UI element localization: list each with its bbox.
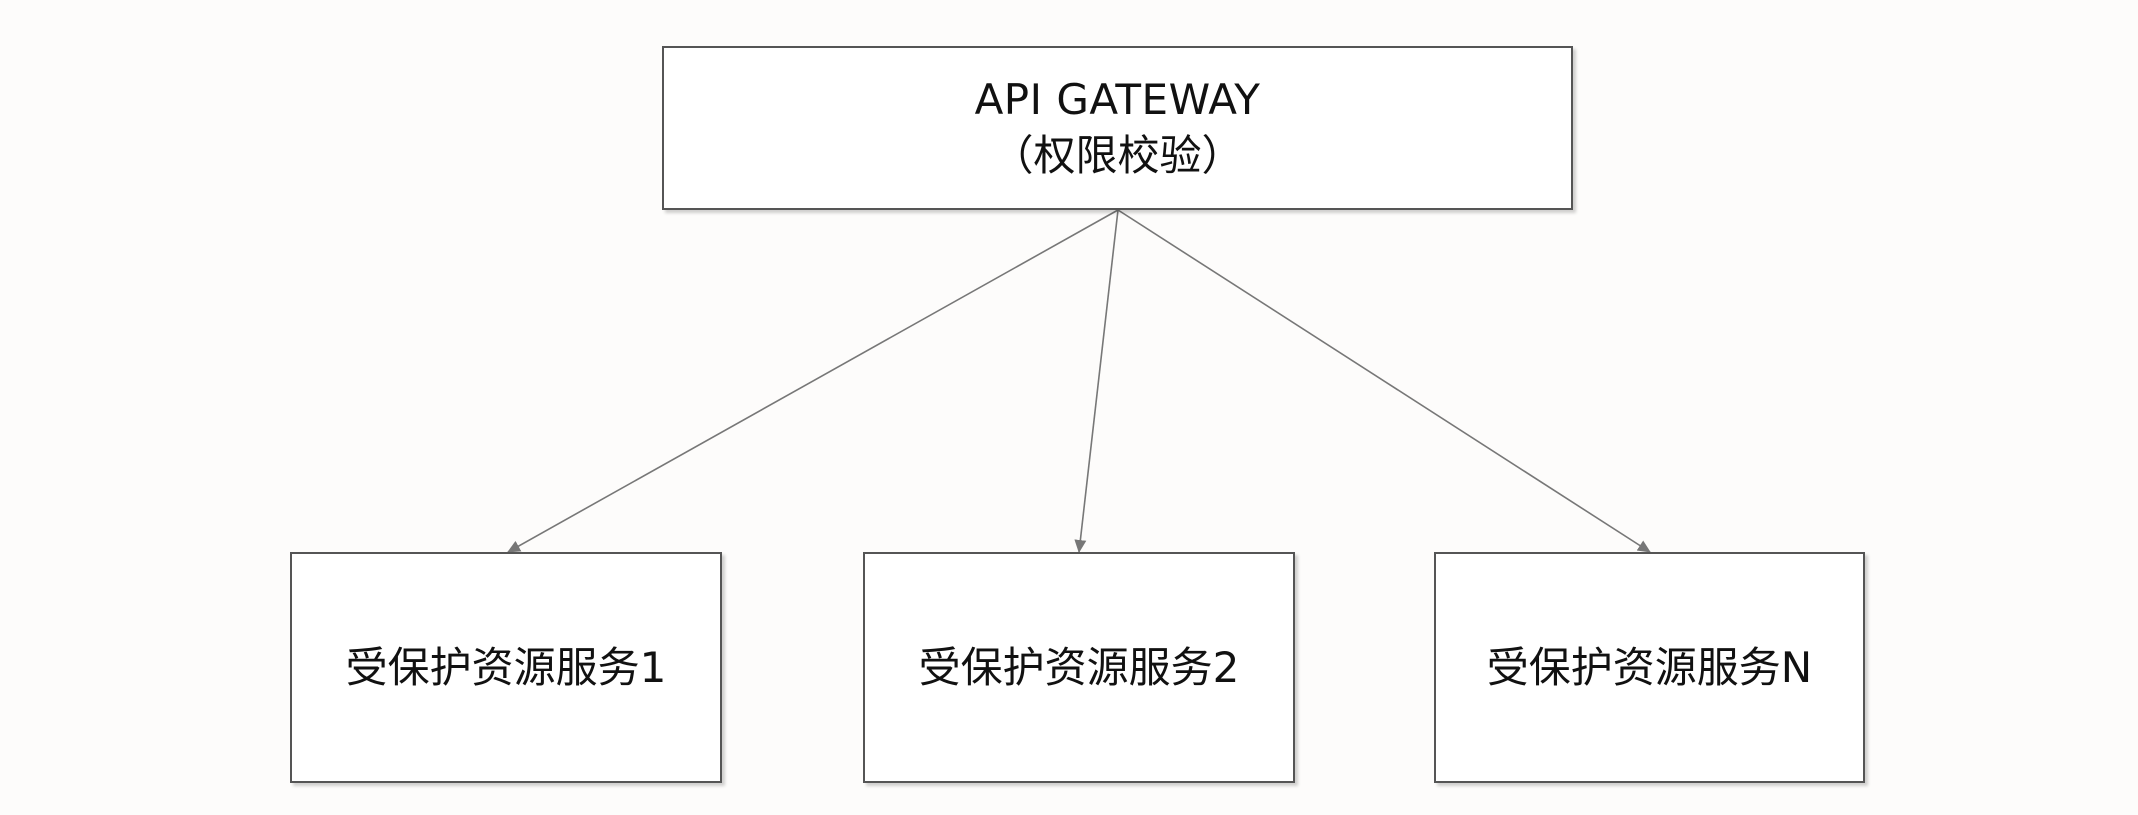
api-gateway-node[interactable]: API GATEWAY （权限校验） [662, 46, 1573, 210]
arrow-to-service-1 [507, 209, 1119, 553]
service-label-1: 受保护资源服务1 [345, 642, 667, 692]
service-label-n: 受保护资源服务N [1486, 642, 1813, 692]
arrow-to-service-n [1117, 209, 1651, 553]
service-node-2[interactable]: 受保护资源服务2 [863, 552, 1295, 783]
arrow-to-service-2 [1074, 209, 1119, 553]
api-gateway-subtitle: （权限校验） [991, 131, 1244, 180]
service-node-n[interactable]: 受保护资源服务N [1434, 552, 1865, 783]
api-gateway-title: API GATEWAY [974, 75, 1261, 124]
service-node-1[interactable]: 受保护资源服务1 [290, 552, 722, 783]
service-label-2: 受保护资源服务2 [918, 642, 1240, 692]
